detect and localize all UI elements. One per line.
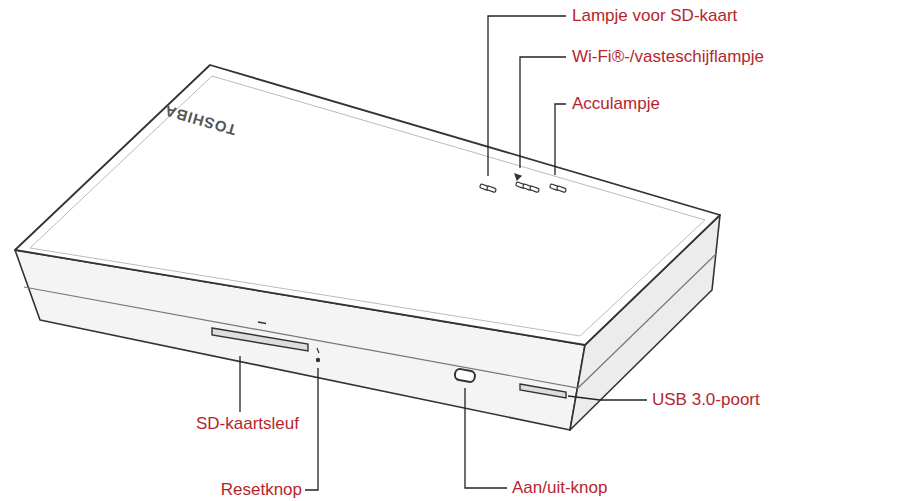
sd-mark [258, 322, 266, 324]
part-label: SD-kaartsleuf [196, 414, 299, 434]
part-label: Acculampje [572, 94, 660, 114]
part-label: Wi-Fi®-/vasteschijflampje [572, 47, 764, 67]
top-rim [30, 76, 705, 336]
part-label: Resetknop [221, 480, 302, 500]
parting-line [24, 254, 716, 388]
part-label: Aan/uit-knop [512, 478, 607, 498]
usb-port [520, 384, 566, 398]
part-label: USB 3.0-poort [652, 390, 760, 410]
top-face [15, 65, 720, 345]
reset-hole [316, 358, 320, 362]
power-button [454, 368, 476, 383]
part-label: Lampje voor SD-kaart [572, 6, 737, 26]
reset-mark [317, 348, 319, 353]
sd-slot [212, 328, 308, 351]
leds [480, 174, 567, 193]
leader-lines [240, 16, 647, 490]
